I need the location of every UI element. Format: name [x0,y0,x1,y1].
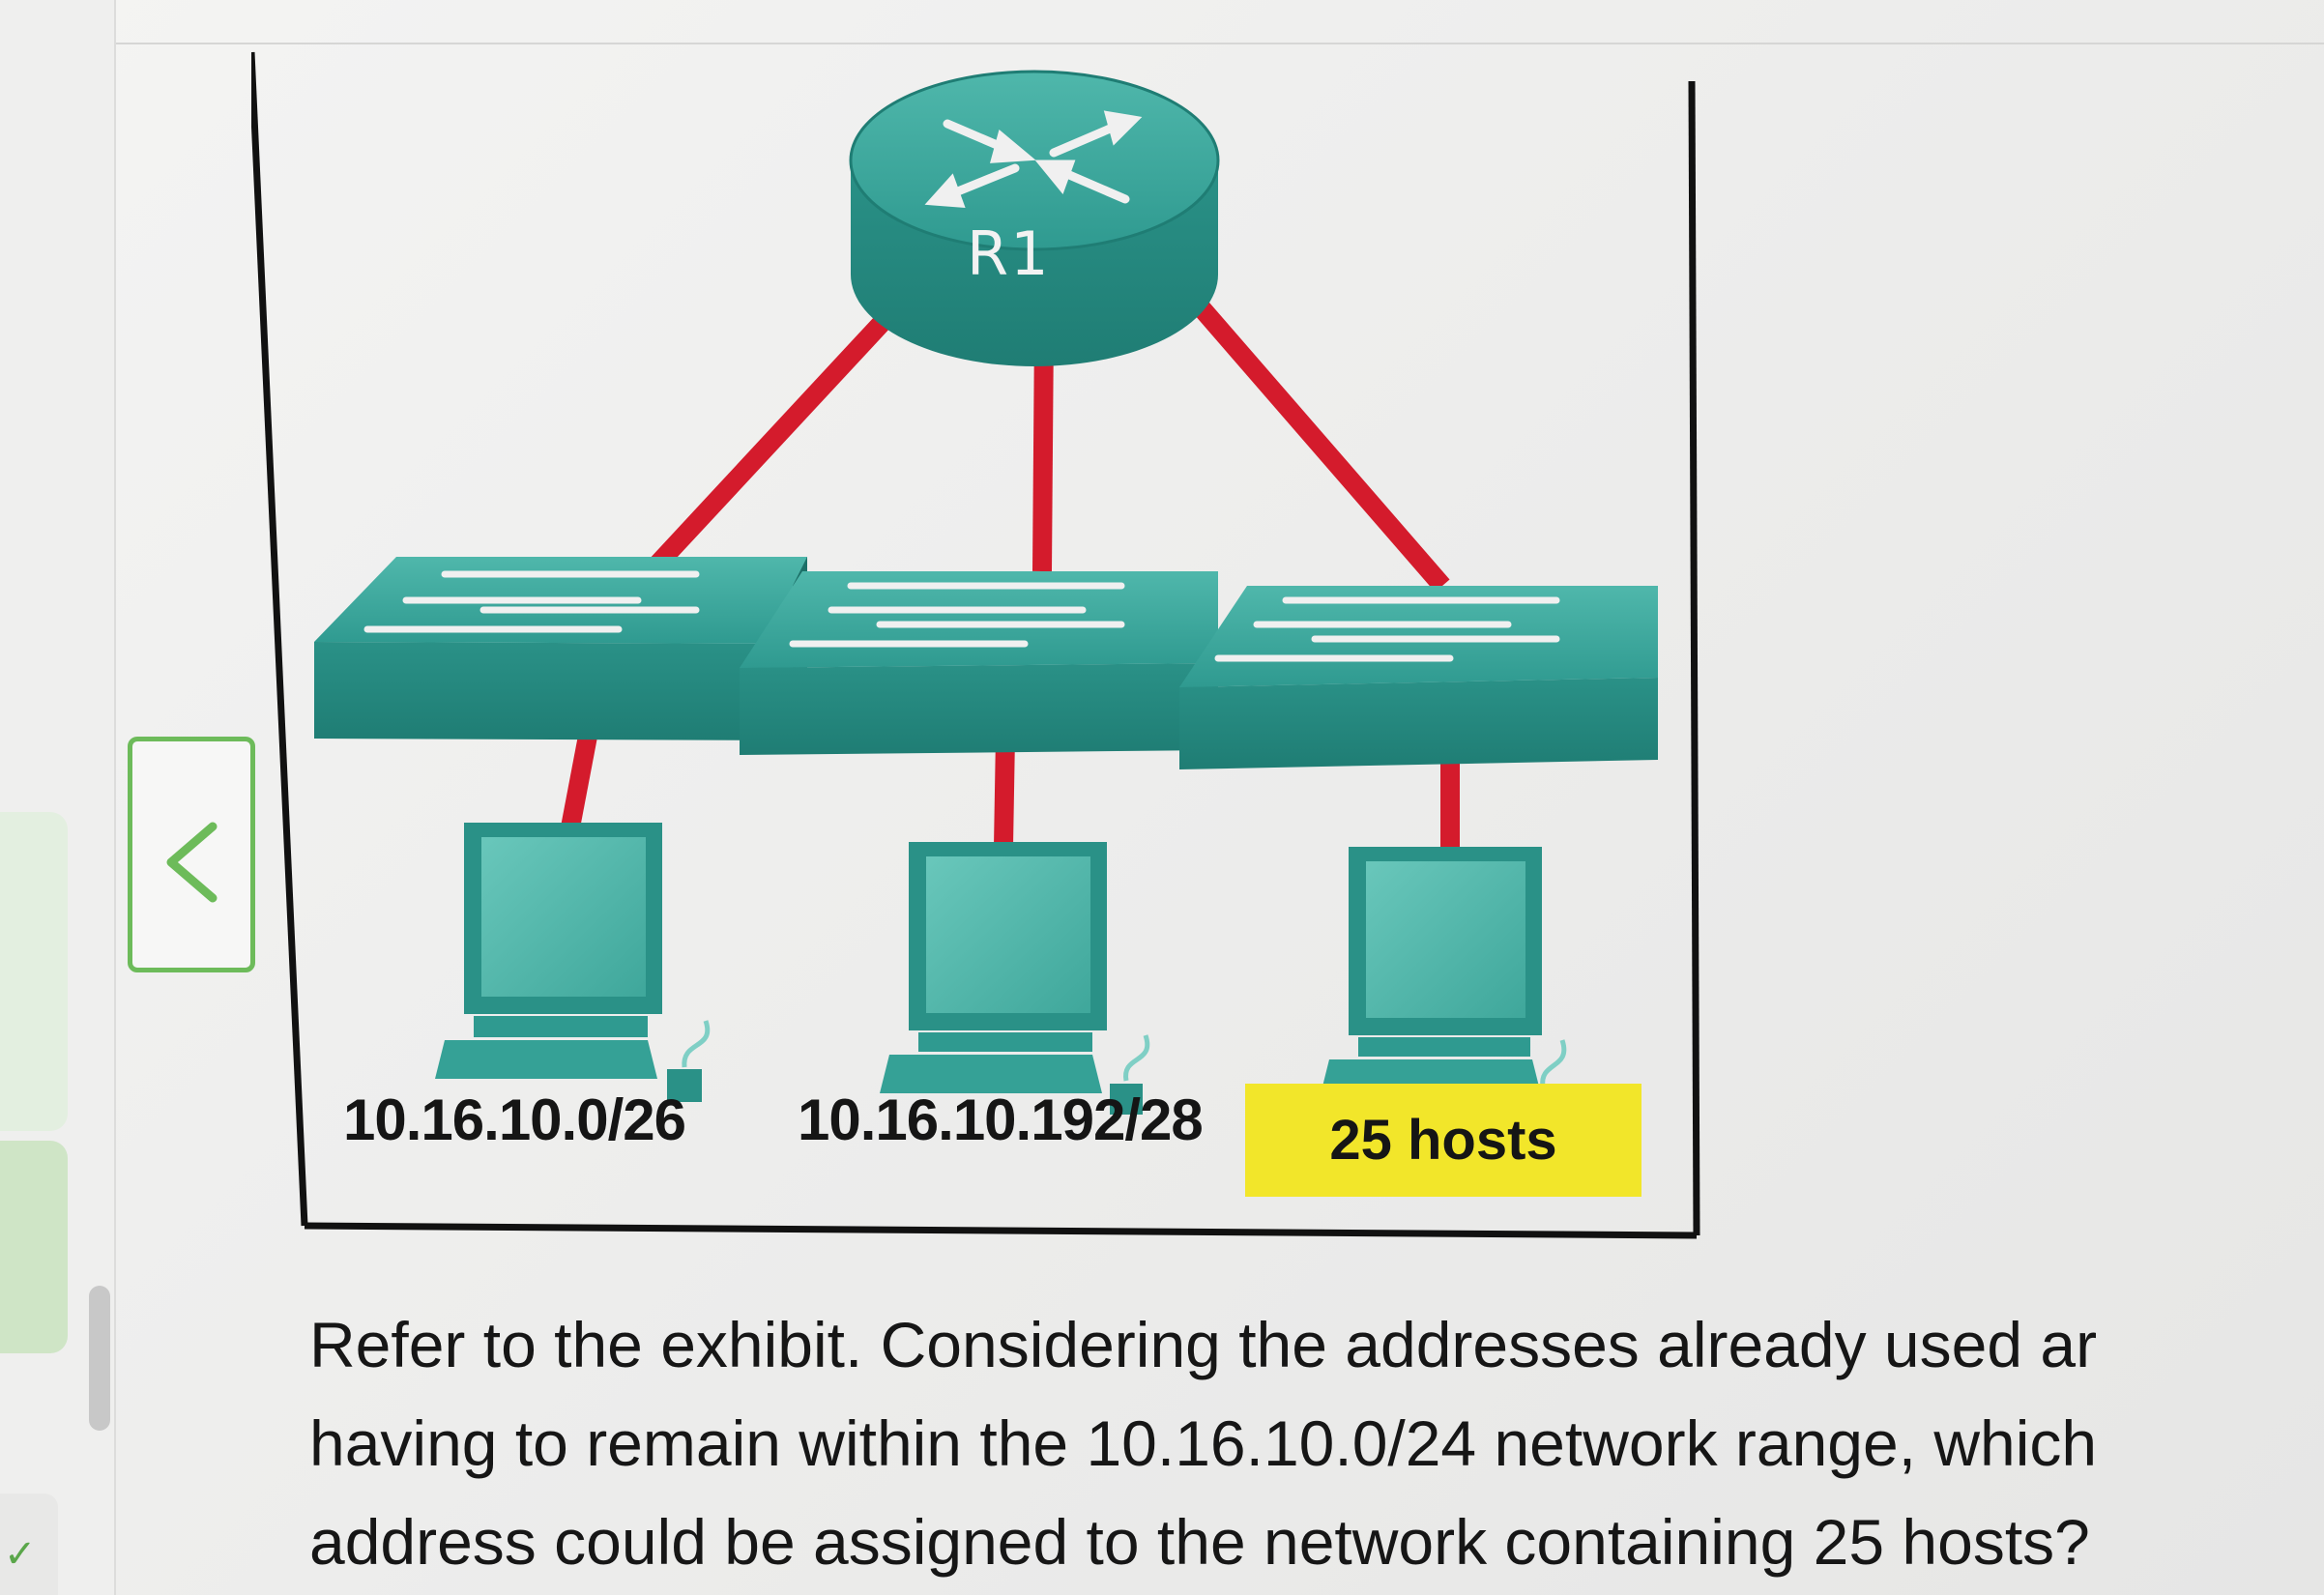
chevron-left-icon [166,822,218,903]
question-text: Refer to the exhibit. Considering the ad… [309,1295,2324,1591]
rail-item-completed[interactable]: ✓ [0,1494,58,1595]
router-icon [849,70,1220,366]
network-links [561,287,1460,852]
hosts-highlight: 25 hosts [1245,1084,1641,1197]
rail-tab[interactable] [0,812,68,1131]
rail-tab-active[interactable] [0,1141,68,1353]
question-line: address could be assigned to the network… [309,1506,2090,1578]
hosts-label: 25 hosts [1329,1109,1557,1172]
pc-icon [880,842,1150,1115]
top-divider [116,43,2324,44]
subnet-label: 10.16.10.0/26 [343,1088,686,1152]
switch-icon [1179,586,1658,769]
check-icon: ✓ [4,1532,37,1577]
router-label: R1 [967,218,1051,289]
pc-icon [435,823,711,1102]
subnet-label: 10.16.10.192/28 [798,1088,1204,1152]
network-exhibit: R1 10.16.10.0/26 10.16.10.192/28 25 host… [251,44,1788,1243]
pc-icon [1320,847,1567,1119]
back-button[interactable] [128,737,255,972]
question-line: Refer to the exhibit. Considering the ad… [309,1309,2098,1380]
topology-diagram [251,51,1700,1239]
question-line: having to remain within the 10.16.10.0/2… [309,1407,2098,1479]
scrollbar-thumb[interactable] [89,1286,110,1431]
switch-icon [740,571,1218,755]
switch-icon [314,557,807,740]
exhibit-frame [251,51,1700,1239]
